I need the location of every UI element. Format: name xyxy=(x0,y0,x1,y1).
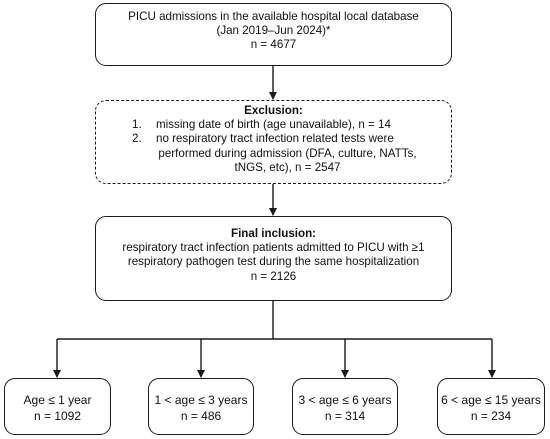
exclusion-item-line: no respiratory tract infection related t… xyxy=(156,132,394,146)
age-group-count: n = 1092 xyxy=(33,409,82,423)
exclusion-item-number: 1. xyxy=(132,118,142,132)
exclusion-item-number: 2. xyxy=(132,132,142,146)
age-group-box: Age ≤ 1 year n = 1092 xyxy=(4,378,111,435)
exclusion-item-text: no respiratory tract infection related t… xyxy=(156,132,433,175)
age-group-count: n = 314 xyxy=(324,409,366,423)
admissions-box: PICU admissions in the available hospita… xyxy=(95,3,452,66)
age-group-box: 3 < age ≤ 6 years n = 314 xyxy=(292,378,398,435)
age-group-label: Age ≤ 1 year xyxy=(23,393,92,407)
final-inclusion-criteria-line-1: respiratory tract infection patients adm… xyxy=(122,241,425,255)
exclusion-item: 2. no respiratory tract infection relate… xyxy=(132,132,433,175)
admissions-count: n = 4677 xyxy=(250,38,297,52)
age-group-count: n = 486 xyxy=(180,409,222,423)
exclusion-item-line: missing date of birth (age unavailable),… xyxy=(156,118,391,132)
age-group-count: n = 234 xyxy=(470,409,512,423)
final-inclusion-title: Final inclusion: xyxy=(230,227,317,240)
admissions-source-text: PICU admissions in the available hospita… xyxy=(128,10,419,23)
exclusion-item: 1. missing date of birth (age unavailabl… xyxy=(132,118,433,132)
exclusion-box: Exclusion: 1. missing date of birth (age… xyxy=(95,100,452,184)
exclusion-item-line: performed during admission (DFA, culture… xyxy=(158,146,417,160)
final-inclusion-criteria-line-2: respiratory pathogen test during the sam… xyxy=(127,255,420,269)
age-group-label: 1 < age ≤ 3 years xyxy=(154,393,248,407)
exclusion-item-line: tNGS, etc), n = 2547 xyxy=(234,160,341,174)
final-inclusion-count: n = 2126 xyxy=(250,269,297,283)
age-group-box: 1 < age ≤ 3 years n = 486 xyxy=(148,378,254,435)
exclusion-title: Exclusion: xyxy=(244,104,303,117)
age-group-box: 6 < age ≤ 15 years n = 234 xyxy=(437,378,545,435)
age-group-label: 3 < age ≤ 6 years xyxy=(298,393,392,407)
exclusion-list: 1. missing date of birth (age unavailabl… xyxy=(132,118,433,175)
admissions-date-range: (Jan 2019–Jun 2024)* xyxy=(216,24,331,38)
age-group-label: 6 < age ≤ 15 years xyxy=(441,393,541,407)
exclusion-item-text: missing date of birth (age unavailable),… xyxy=(156,118,433,132)
final-inclusion-box: Final inclusion: respiratory tract infec… xyxy=(95,216,452,301)
